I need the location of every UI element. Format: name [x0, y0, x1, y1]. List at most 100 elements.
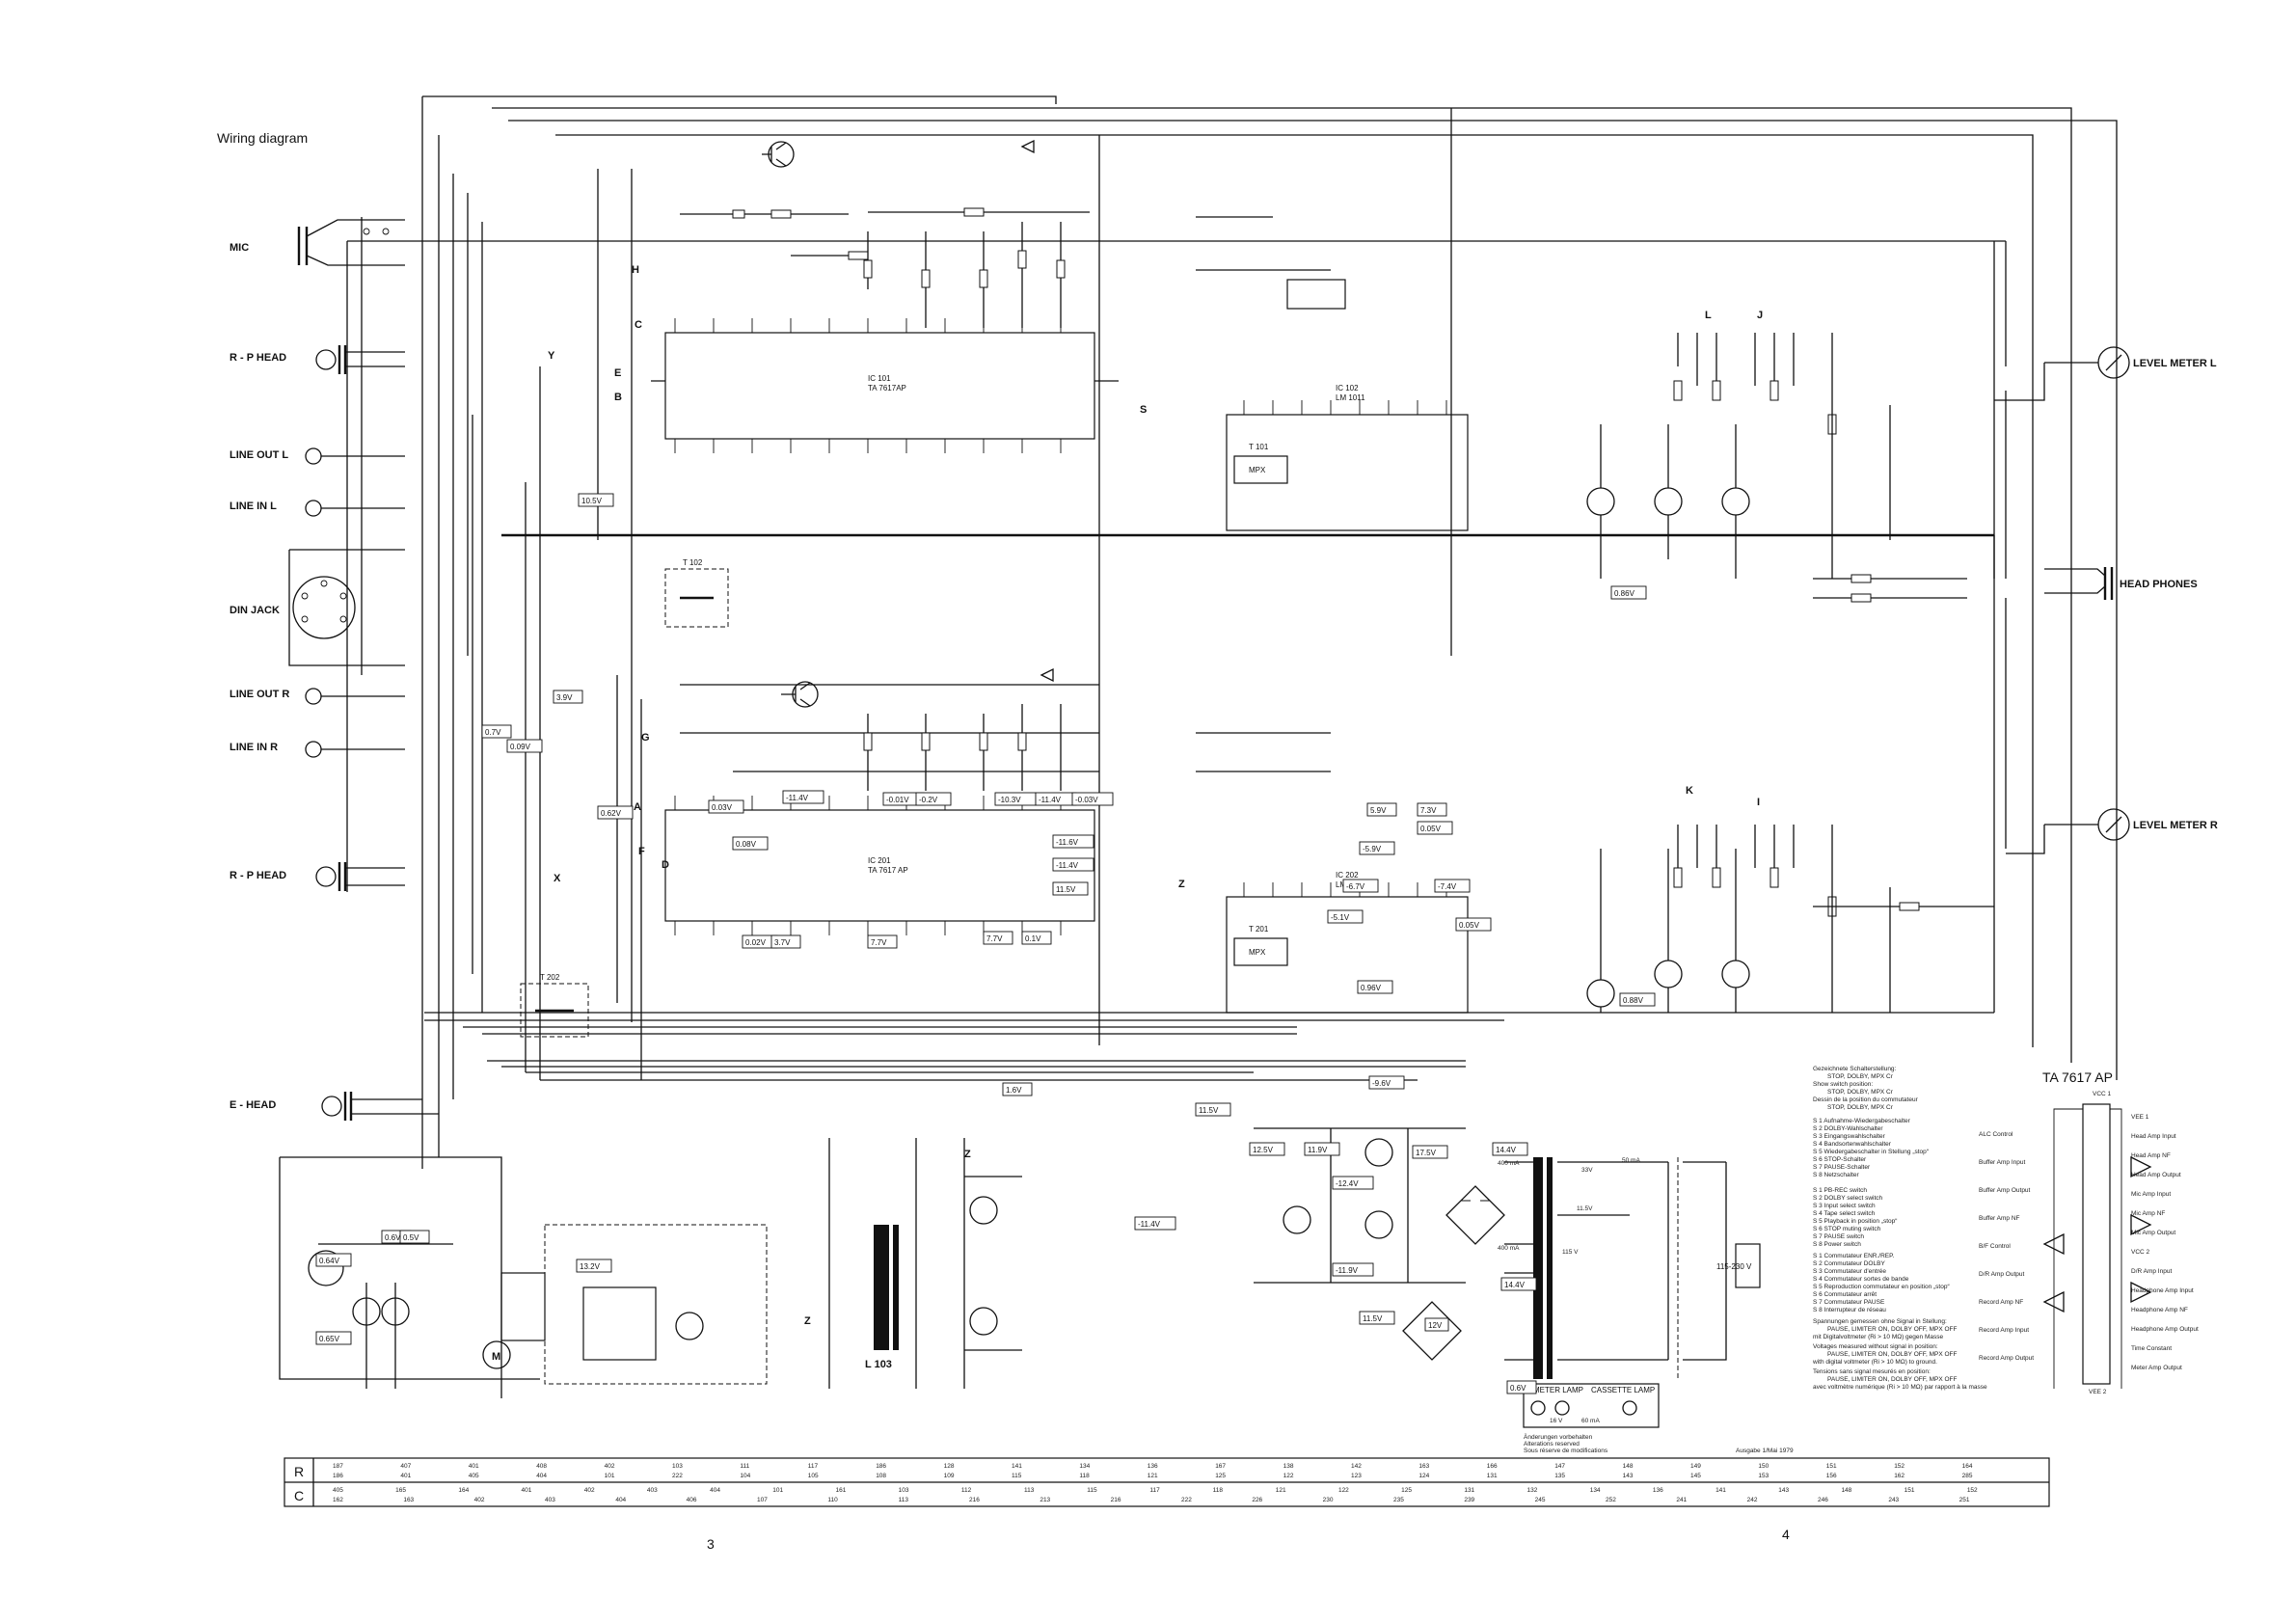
inset-right-pin: VEE 1: [2131, 1114, 2149, 1121]
voltage-reading: 0.86V: [1610, 585, 1647, 600]
table-cell: 108: [876, 1473, 886, 1479]
legend-switch-state-3: STOP, DOLBY, MPX Cr: [1827, 1104, 1894, 1111]
inset-right-pin: Headphone Amp Output: [2131, 1326, 2199, 1333]
t201-label: T 201: [1249, 925, 1269, 934]
point-z-3: Z: [964, 1149, 971, 1160]
voltage-reading: 0.03V: [708, 799, 744, 814]
voltage-reading: 0.09V: [506, 739, 543, 753]
changes-en: Alterations reserved: [1524, 1441, 1580, 1448]
inset-right-pin: Mic Amp Input: [2131, 1191, 2171, 1198]
table-cell: 186: [333, 1473, 343, 1479]
t233-transistor-icon: [1721, 960, 1750, 988]
table-cell: 187: [333, 1463, 343, 1470]
table-cell: 125: [1401, 1487, 1412, 1494]
voltage-value: 1.6V: [1006, 1086, 1022, 1095]
voltage-reading: 14.4V: [1492, 1142, 1528, 1156]
table-cell: 226: [1252, 1497, 1262, 1503]
voltage-reading: 12V: [1424, 1317, 1449, 1332]
inset-left-pin: Buffer Amp Output: [1979, 1187, 2031, 1194]
switch-item-en: S 5 Playback in position „stop“: [1813, 1218, 1897, 1225]
ic302-block: [500, 1272, 546, 1341]
edition: Ausgabe 1/Mai 1979: [1736, 1448, 1794, 1454]
inset-right-pin: Mic Amp NF: [2131, 1210, 2165, 1217]
legend: Gezeichnete Schalterstellung: STOP, DOLB…: [1524, 1066, 1987, 1454]
bridge-rectifier-1: [1445, 1185, 1505, 1245]
voltage-reading: -5.9V: [1359, 841, 1395, 855]
inset-right-pin: Headphone Amp NF: [2131, 1307, 2188, 1313]
meter-transistor-icon: [308, 1250, 344, 1286]
table-cell: 142: [1351, 1463, 1362, 1470]
t131-transistor-icon: [1586, 487, 1615, 516]
voltage-value: 0.5V: [403, 1233, 419, 1242]
switch-item-de: S 1 Aufnahme-Wiedergabeschalter: [1813, 1118, 1911, 1124]
switch-item-de: S 6 STOP-Schalter: [1813, 1156, 1867, 1163]
table-cell: 103: [672, 1463, 683, 1470]
table-cell: 125: [1215, 1473, 1226, 1479]
voltage-reading: 0.08V: [732, 836, 769, 851]
table-cell: 152: [1967, 1487, 1978, 1494]
table-cell: 138: [1283, 1463, 1294, 1470]
point-y: Y: [548, 350, 555, 362]
point-z-2: Z: [804, 1315, 811, 1327]
mpx2-block: [1233, 937, 1288, 966]
ic201-block: [664, 809, 1095, 922]
voltage-reading: 0.7V: [481, 724, 512, 739]
left-risers: [346, 96, 642, 1169]
t132-transistor-icon: [1654, 487, 1683, 516]
voltage-value: 0.86V: [1614, 589, 1635, 598]
voltage-value: 0.08V: [736, 840, 757, 849]
rp-head-label-2: R - P HEAD: [230, 870, 286, 881]
switch-item-fr: S 3 Commutateur d'entrée: [1813, 1268, 1886, 1275]
table-cell: 148: [1841, 1487, 1851, 1494]
point-z-1: Z: [1178, 879, 1185, 890]
voltage-value: -11.9V: [1336, 1266, 1359, 1275]
voltage-reading: 11.9V: [1304, 1142, 1340, 1156]
power-v3: 16 V: [1550, 1418, 1563, 1424]
t231-transistor-icon: [1586, 979, 1615, 1008]
right-connectors: LEVEL METER L HEAD PHONES LEVEL METER R: [1994, 346, 2218, 854]
table-cell: 122: [1283, 1473, 1294, 1479]
voltage-reading: 11.5V: [1052, 881, 1089, 896]
inset-left-pin: Buffer Amp Input: [1979, 1159, 2025, 1166]
voltage-value: -11.4V: [1039, 796, 1062, 804]
measure-note-en: with digital voltmeter (Ri > 10 MΩ) to g…: [1812, 1359, 1937, 1366]
line-out-l-jack-icon: [305, 447, 322, 465]
switch-item-fr: S 4 Commutateur sortes de bande: [1813, 1276, 1909, 1283]
voltage-reading: -11.4V: [1134, 1216, 1176, 1231]
inset-right-pin: Meter Amp Output: [2131, 1365, 2182, 1371]
inset-right-pin: Time Constant: [2131, 1345, 2172, 1352]
switch-item-fr: S 1 Commutateur ENR./REP.: [1813, 1253, 1895, 1259]
level-meter-r-label: LEVEL METER R: [2133, 820, 2218, 831]
table-cell: 151: [1826, 1463, 1837, 1470]
voltage-value: 0.03V: [712, 803, 733, 812]
bus-rails: [347, 95, 2118, 1081]
e-head-label: E - HEAD: [230, 1099, 276, 1111]
motor-icon: [482, 1340, 511, 1369]
point-f: F: [638, 846, 645, 857]
table-cell: 109: [944, 1473, 955, 1479]
reg-transistor-3-icon: [1283, 1205, 1311, 1234]
power-ma3: 50 mA: [1622, 1157, 1640, 1164]
voltage-reading: 0.6V: [1506, 1380, 1537, 1394]
table-cell: 251: [1959, 1497, 1970, 1503]
table-cell: 131: [1487, 1473, 1498, 1479]
switch-item-de: S 3 Eingangswahlschalter: [1813, 1133, 1886, 1140]
inset-chip: [2082, 1103, 2111, 1385]
measure-note-de: mit Digitalvoltmeter (Ri > 10 MΩ) gegen …: [1813, 1334, 1943, 1340]
table-cell: 115: [1012, 1473, 1022, 1479]
switch-item-en: S 2 DOLBY select switch: [1813, 1195, 1883, 1202]
table-row-r: R: [294, 1464, 304, 1479]
line-out-l-label: LINE OUT L: [230, 449, 288, 461]
voltage-value: -11.4V: [1138, 1220, 1161, 1229]
voltage-reading: 17.5V: [1412, 1145, 1448, 1159]
table-cell: 213: [1040, 1497, 1050, 1503]
voltage-value: -9.6V: [1372, 1079, 1391, 1088]
voltage-reading: -11.4V: [1035, 792, 1077, 806]
switch-item-en: S 7 PAUSE switch: [1813, 1233, 1864, 1240]
table-cell: 141: [1715, 1487, 1726, 1494]
